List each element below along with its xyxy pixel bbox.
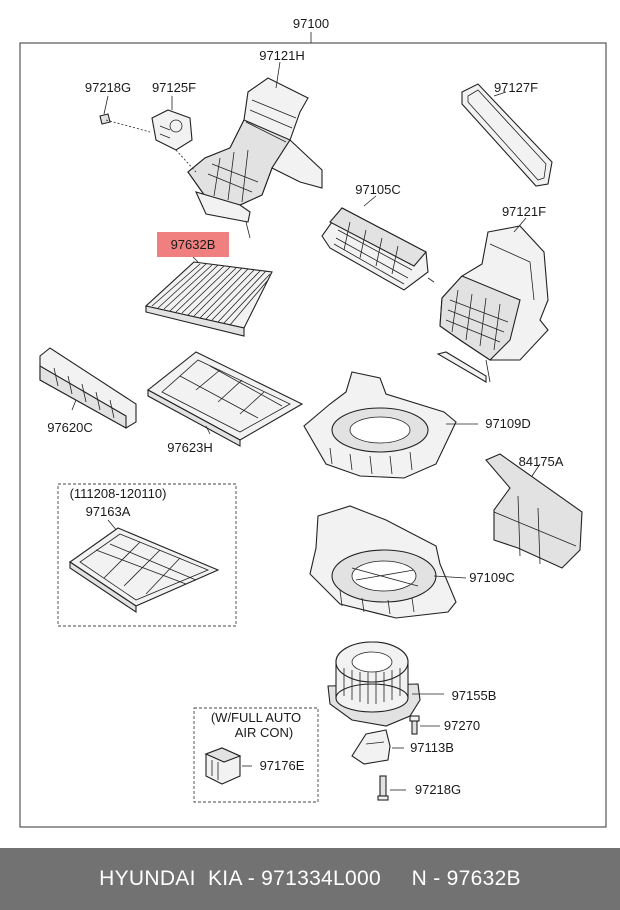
label-97113b: 97113B bbox=[410, 740, 454, 755]
label-84175a: 84175A bbox=[519, 454, 564, 469]
label-97121f: 97121F bbox=[502, 204, 546, 219]
label-97105c: 97105C bbox=[355, 182, 401, 197]
blower-motor-97155b bbox=[327, 641, 421, 727]
filter-frame-97623h bbox=[147, 351, 304, 447]
label-auto-line1: (W/FULL AUTO bbox=[211, 710, 301, 725]
label-97632b: 97632B bbox=[171, 237, 216, 252]
pad-84175a bbox=[485, 453, 583, 569]
label-97218g-bottom: 97218G bbox=[415, 782, 461, 797]
screw-97270 bbox=[409, 715, 420, 735]
screw-97218g-bottom bbox=[377, 775, 389, 801]
highlight-box bbox=[157, 232, 229, 257]
highlight-97632b: 97632B bbox=[157, 232, 229, 257]
footer-bar: HYUNDAI KIA - 971334L000 N - 97632B bbox=[0, 848, 620, 910]
variant-box-97176e bbox=[193, 707, 319, 803]
label-97270: 97270 bbox=[444, 718, 480, 733]
assembly-number: 97100 bbox=[293, 16, 329, 31]
filter-frame-97163a bbox=[69, 527, 220, 614]
intake-case-97109d bbox=[303, 371, 457, 479]
cabin-filter-97632b bbox=[144, 261, 273, 337]
case-97105c bbox=[321, 207, 435, 291]
label-97109c: 97109C bbox=[469, 570, 515, 585]
resistor-97176e bbox=[204, 747, 242, 785]
label-97623h: 97623H bbox=[167, 440, 213, 455]
footer-part-number: HYUNDAI KIA - 971334L000 N - 97632B bbox=[99, 867, 521, 890]
diagram-frame bbox=[19, 42, 607, 828]
lower-case-97121f bbox=[436, 225, 549, 383]
label-auto-line2: AIR CON) bbox=[235, 725, 294, 740]
exploded-parts-diagram: 97121H 97100 97121H 97218G 97125F 97127F bbox=[19, 16, 607, 828]
duct-97620c bbox=[39, 347, 137, 429]
blower-case-97109c bbox=[309, 505, 457, 619]
screw-97218g-top bbox=[99, 113, 151, 133]
label-97218g-top: 97218G bbox=[85, 80, 131, 95]
label-97127f: 97127F bbox=[494, 80, 538, 95]
seal-97127f bbox=[461, 83, 553, 187]
label-111208-120110: (111208-120110) bbox=[70, 486, 167, 501]
label-97109d: 97109D bbox=[485, 416, 531, 431]
label-97155b: 97155B bbox=[452, 688, 497, 703]
upper-case-97121h bbox=[187, 77, 323, 239]
label-97125f: 97125F bbox=[152, 80, 196, 95]
bracket-97113b bbox=[351, 729, 391, 765]
actuator-97125f bbox=[151, 109, 197, 173]
label-97121h: 97121H bbox=[259, 48, 305, 63]
label-97163a: 97163A bbox=[86, 504, 131, 519]
label-97176e: 97176E bbox=[260, 758, 305, 773]
label-97620c: 97620C bbox=[47, 420, 93, 435]
